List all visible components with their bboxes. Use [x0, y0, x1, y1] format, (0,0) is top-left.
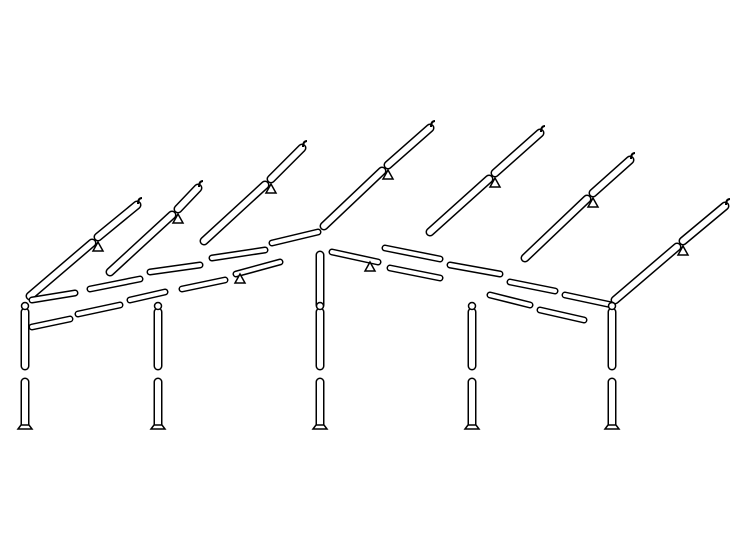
rafter-tube-upper	[93, 200, 142, 242]
rafter-tube-lower	[610, 242, 682, 305]
foot-plate	[463, 424, 481, 430]
eave-tube	[506, 278, 559, 295]
eave-tube	[268, 228, 322, 247]
eave-tube	[486, 291, 534, 309]
foot-plate	[311, 424, 329, 430]
eave-tube	[328, 248, 382, 266]
rafter-hook-icon	[725, 198, 731, 206]
rafter-tube-lower	[520, 194, 592, 263]
rafter-clamp-fitting	[488, 176, 502, 188]
eave-tube	[561, 291, 616, 309]
eave-tube	[208, 246, 269, 262]
rafter-tube-upper	[588, 155, 635, 198]
eave-tube	[536, 306, 588, 324]
rafter-clamp-fitting	[91, 240, 105, 252]
pole-top-knob	[153, 301, 163, 311]
tube-group	[20, 123, 730, 430]
rafter-clamp-fitting	[676, 244, 690, 256]
foot-plate	[16, 424, 34, 430]
rafter-tube-upper	[173, 183, 203, 214]
rafter-hook-icon	[198, 180, 204, 188]
foot-plate	[603, 424, 621, 430]
foot-plate	[149, 424, 167, 430]
rafter-clamp-fitting	[586, 196, 600, 208]
eave-tube	[74, 301, 124, 318]
eave-tube	[146, 261, 204, 276]
rafter-tube-upper	[383, 123, 435, 170]
rafter-clamp-fitting	[264, 182, 278, 194]
rafter-tube-upper	[490, 128, 545, 178]
pole-top-knob	[20, 301, 30, 311]
rafter-tube-upper	[678, 201, 730, 246]
eave-tube	[178, 276, 229, 293]
rafter-hook-icon	[540, 125, 546, 133]
rafter-tube-lower	[425, 174, 494, 237]
fitting-group	[16, 120, 731, 430]
eave-tube	[381, 244, 444, 263]
eave-tube	[28, 315, 74, 331]
pole-top-knob	[467, 301, 477, 311]
rafter-tube-lower	[199, 180, 270, 246]
rafter-tube-lower	[25, 238, 97, 301]
rafter-clamp-fitting	[381, 168, 395, 180]
rafter-hook-icon	[430, 120, 436, 128]
rafter-hook-icon	[137, 197, 143, 205]
rafter-tube-lower	[105, 210, 177, 277]
eave-tube	[86, 275, 144, 293]
eave-clamp-fitting	[233, 272, 247, 284]
rafter-clamp-fitting	[171, 212, 185, 224]
eave-tube	[386, 264, 444, 282]
eave-tube	[28, 289, 79, 304]
eave-tube	[126, 288, 169, 304]
eave-tube	[446, 261, 504, 278]
eave-tube	[232, 258, 284, 278]
rafter-hook-icon	[630, 152, 636, 160]
eave-clamp-fitting	[363, 260, 377, 272]
rafter-tube-lower	[319, 166, 387, 231]
rafter-tube-upper	[266, 143, 307, 184]
pole-top-knob	[607, 301, 617, 311]
rafter-hook-icon	[302, 140, 308, 148]
pole-top-knob	[315, 301, 325, 311]
